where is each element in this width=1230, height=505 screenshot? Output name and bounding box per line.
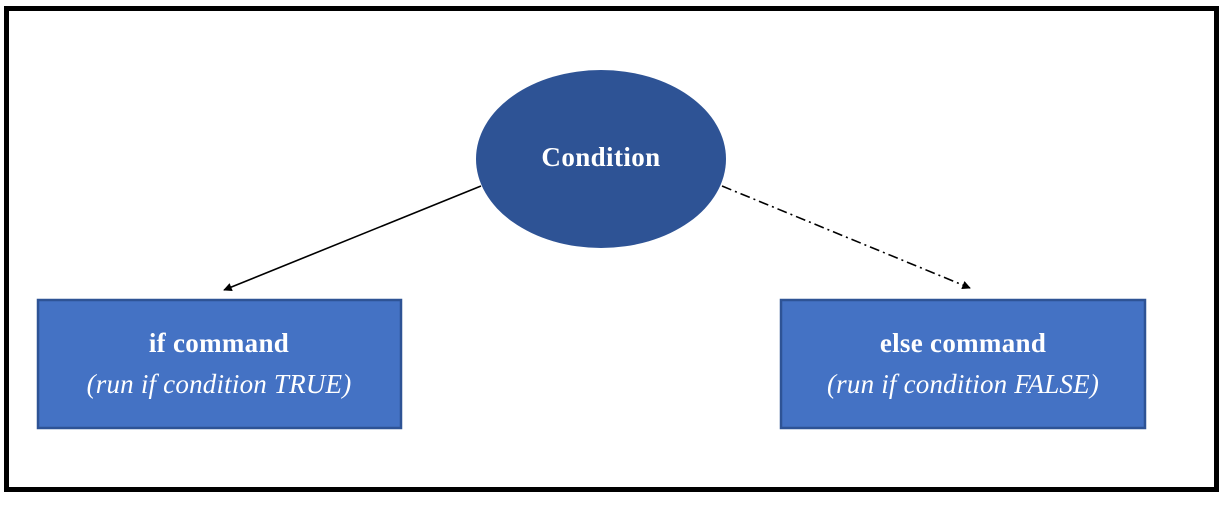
connector-true-branch <box>223 185 482 292</box>
node-else-command[interactable]: else command (run if condition FALSE) <box>779 298 1147 430</box>
condition-ellipse-shape <box>476 70 726 248</box>
else-command-title: else command <box>880 328 1046 358</box>
node-if-command[interactable]: if command (run if condition TRUE) <box>36 298 403 430</box>
else-command-subtitle: (run if condition FALSE) <box>827 369 1099 399</box>
else-command-box-shape <box>779 298 1147 430</box>
node-condition[interactable]: Condition <box>476 70 726 248</box>
if-command-title: if command <box>149 328 289 358</box>
if-command-subtitle: (run if condition TRUE) <box>87 369 352 399</box>
if-command-box-shape <box>36 298 403 430</box>
connector-false-branch <box>721 185 971 290</box>
condition-label: Condition <box>541 142 660 172</box>
